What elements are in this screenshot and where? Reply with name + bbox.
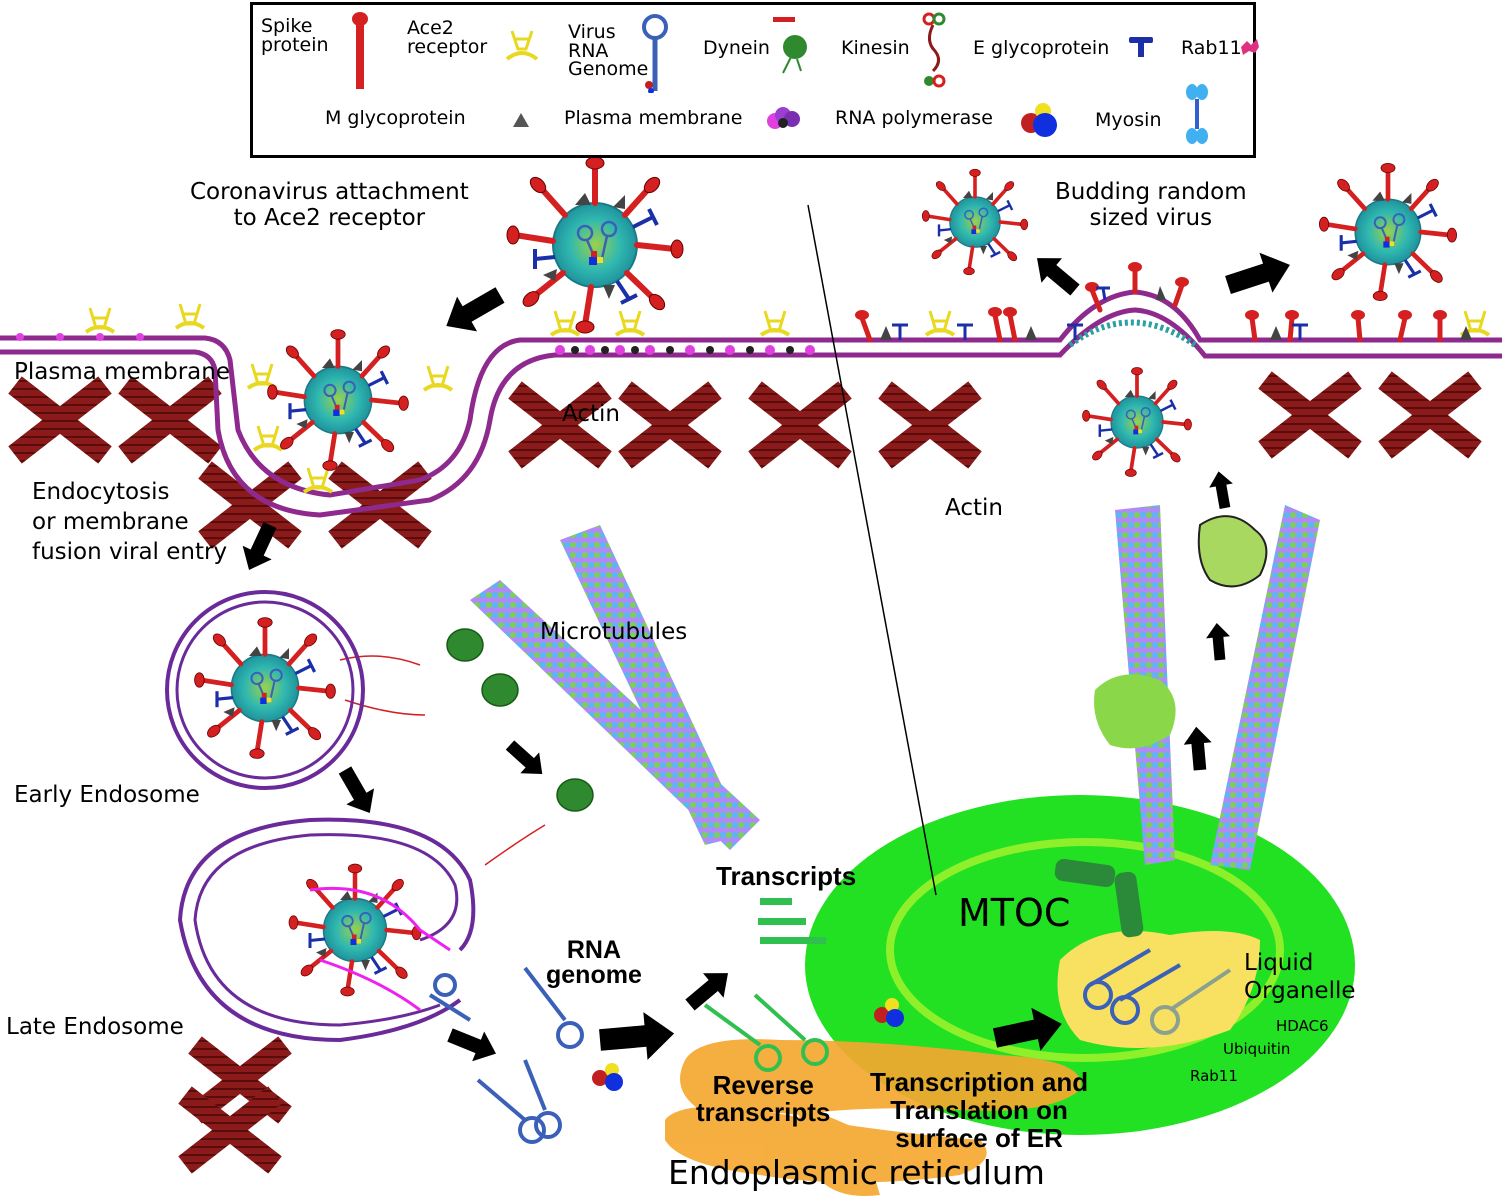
ace2-receptor-icon xyxy=(505,30,539,61)
rna-genome-icon xyxy=(642,14,668,93)
label-hdac6: HDAC6 xyxy=(1276,1017,1329,1035)
lipid-beads xyxy=(16,333,815,355)
rna-polymerase-icon xyxy=(1021,103,1057,137)
virus-attaching xyxy=(507,157,683,333)
legend-label-rna-polymerase: RNA polymerase xyxy=(835,107,993,129)
spike-protein-icon xyxy=(352,12,368,89)
myosin-icon xyxy=(1186,84,1208,144)
label-rna-genome: RNA genome xyxy=(546,936,642,989)
label-reverse-transcripts: Reverse transcripts xyxy=(696,1070,831,1128)
rna-genomes xyxy=(428,966,584,1144)
label-er: Endoplasmic reticulum xyxy=(668,1153,1045,1192)
virus-late-endosome xyxy=(289,864,421,996)
mtoc-ring xyxy=(886,838,1284,1062)
label-actin-1: Actin xyxy=(562,401,620,427)
virus-budded-small xyxy=(920,167,1030,277)
label-microtubules: Microtubules xyxy=(540,619,688,645)
centriole xyxy=(1114,871,1144,938)
legend-label-rab11: Rab11 xyxy=(1181,37,1242,59)
label-ubiquitin: Ubiquitin xyxy=(1223,1040,1291,1058)
assembly-vesicle-2 xyxy=(1094,674,1176,749)
transcripts-strands xyxy=(758,898,826,944)
legend-label-myosin: Myosin xyxy=(1095,109,1162,131)
liquid-organelle-shape xyxy=(1057,930,1260,1048)
virus-assembling xyxy=(1080,365,1194,479)
virus-entering xyxy=(268,330,409,471)
legend-label-dynein: Dynein xyxy=(703,37,770,59)
legend-label-plasma-membrane: Plasma membrane xyxy=(564,107,743,129)
legend-box: Spike protein Ace2 receptor Virus RNA Ge… xyxy=(250,2,1259,158)
kinesin-icon xyxy=(922,12,946,88)
label-liquid-organelle: Liquid Organelle xyxy=(1244,950,1356,1004)
late-endosome-inner xyxy=(193,833,459,1027)
dynein-icon xyxy=(773,17,807,74)
late-endosome-outer xyxy=(177,817,476,1043)
membrane-spikes xyxy=(859,267,1443,343)
membrane-e-proteins xyxy=(892,286,1308,340)
label-endocytosis: Endocytosis or membrane fusion viral ent… xyxy=(32,479,228,565)
label-actin-2: Actin xyxy=(945,495,1003,521)
early-endosome-outer xyxy=(165,590,365,790)
spike-heads xyxy=(855,262,1447,320)
label-plasma-membrane: Plasma membrane xyxy=(14,359,230,385)
m-glycoprotein-icon xyxy=(513,113,529,127)
budding-capsid xyxy=(1068,319,1197,348)
label-transcripts: Transcripts xyxy=(716,861,857,891)
organelle-rna xyxy=(1083,948,1232,1035)
label-attachment: Coronavirus attachment to Ace2 receptor xyxy=(190,179,469,231)
legend-label-e-glycoprotein: E glycoprotein xyxy=(973,37,1110,59)
label-early-endosome: Early Endosome xyxy=(14,782,200,808)
reverse-transcripts xyxy=(703,993,829,1072)
label-mtoc: MTOC xyxy=(958,891,1071,935)
virus-early-endosome xyxy=(195,618,336,759)
label-budding: Budding random sized virus xyxy=(1055,179,1247,231)
divider-line xyxy=(807,204,937,896)
legend-label-m-glycoprotein: M glycoprotein xyxy=(325,107,466,129)
dynein-motors xyxy=(446,628,594,812)
viral-envelope-fusion xyxy=(309,886,451,1012)
legend-label-spike-protein: Spike protein xyxy=(261,15,329,56)
plasma-membrane-icon xyxy=(767,107,800,129)
centriole xyxy=(1054,858,1116,888)
assembly-vesicle-1 xyxy=(1197,515,1268,588)
label-rab11: Rab11 xyxy=(1190,1067,1238,1085)
label-transcription-translation: Transcription and Translation on surface… xyxy=(870,1067,1089,1154)
legend-label-kinesin: Kinesin xyxy=(841,37,910,59)
legend-label-ace2: Ace2 receptor xyxy=(407,17,488,58)
rab11-icon xyxy=(1241,39,1259,55)
early-endosome-inner xyxy=(175,600,355,780)
rna-polymerase-clusters xyxy=(592,998,904,1091)
e-glycoprotein-icon xyxy=(1129,37,1153,57)
membrane-m-proteins xyxy=(880,286,1472,340)
legend-label-rna-genome: Virus RNA Genome xyxy=(568,21,649,81)
label-late-endosome: Late Endosome xyxy=(6,1014,184,1040)
virus-budded-large xyxy=(1319,163,1456,300)
